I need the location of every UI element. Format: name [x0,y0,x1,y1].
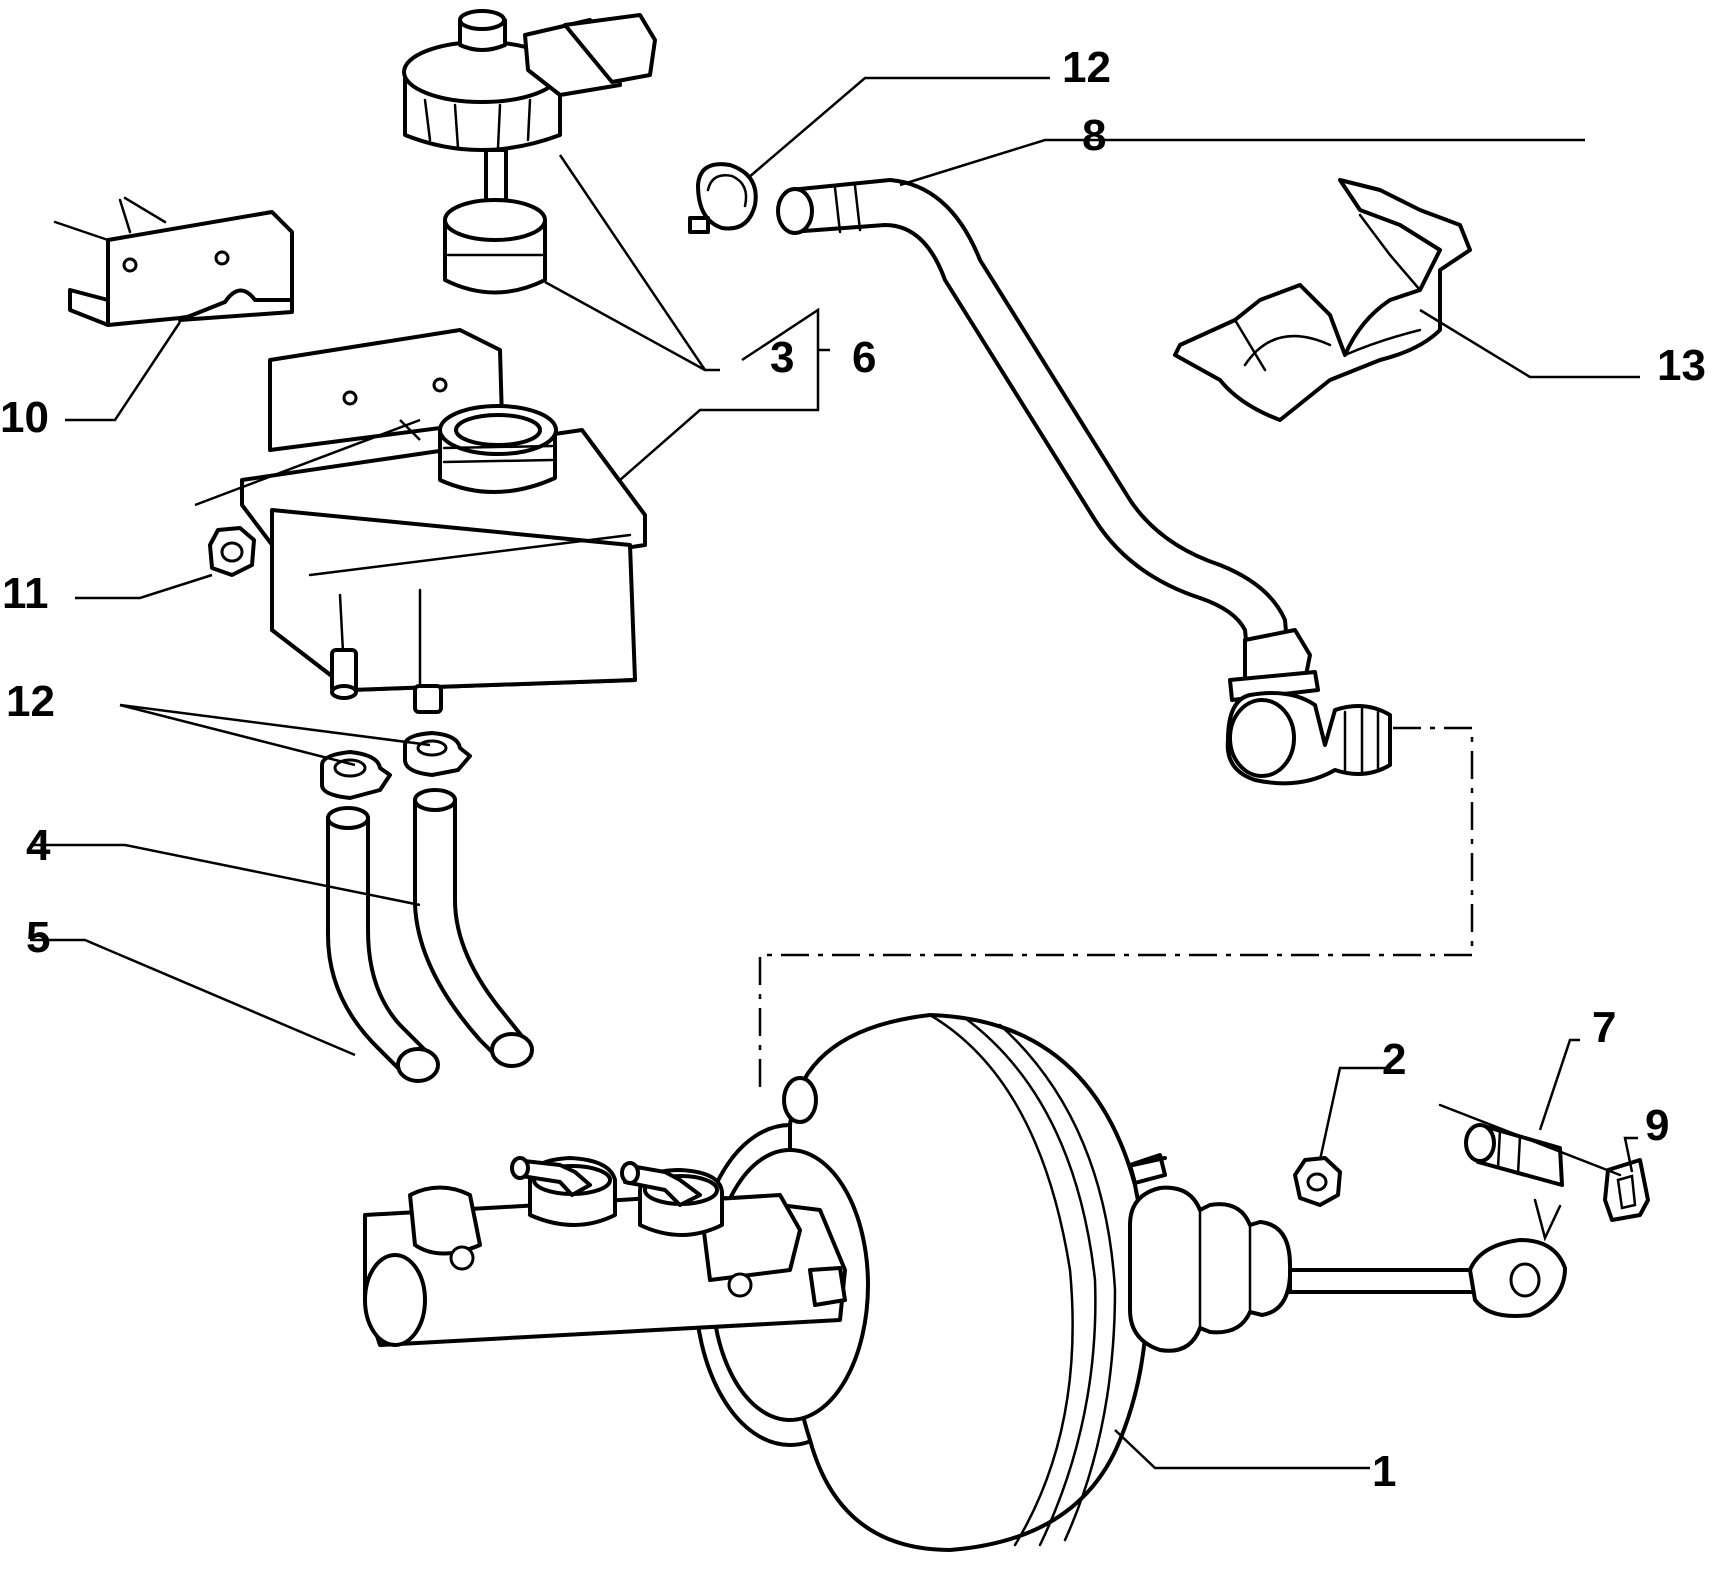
nut-left [208,526,256,577]
callout-5: 5 [26,913,50,962]
leader-lines [30,76,1640,1470]
vacuum-hose [776,178,1392,786]
callout-4: 4 [26,821,51,870]
callout-12-top: 12 [1062,43,1111,92]
callout-10: 10 [0,393,49,442]
pin-axis-line [1438,1103,1622,1177]
nut-booster [1293,1156,1342,1207]
vacuum-connection-line [758,726,1474,1090]
callout-9: 9 [1645,1101,1669,1150]
fluid-hoses [326,788,534,1083]
callout-7: 7 [1592,1003,1616,1052]
callout-8: 8 [1082,111,1106,160]
booster-grommet [782,1076,818,1124]
callout-3: 3 [770,333,794,382]
reservoir-cap-assembly [402,9,657,295]
hose-clamps-left [320,731,472,800]
fluid-reservoir [194,328,647,714]
pin-axis-notch [1533,1198,1562,1242]
callout-11: 11 [2,569,49,618]
hose-clamp-top [688,162,758,234]
callout-2: 2 [1382,1035,1406,1084]
booster-stud [1131,1156,1167,1167]
master-cylinder [363,1156,847,1347]
retaining-clip [1603,1158,1650,1222]
callout-1: 1 [1372,1447,1396,1496]
reservoir-bracket [53,196,294,327]
callout-12-left: 12 [6,677,55,726]
holder-clip [1173,178,1472,422]
callout-6: 6 [852,333,876,382]
callout-13: 13 [1657,341,1706,390]
clevis-pin [1464,1123,1564,1187]
